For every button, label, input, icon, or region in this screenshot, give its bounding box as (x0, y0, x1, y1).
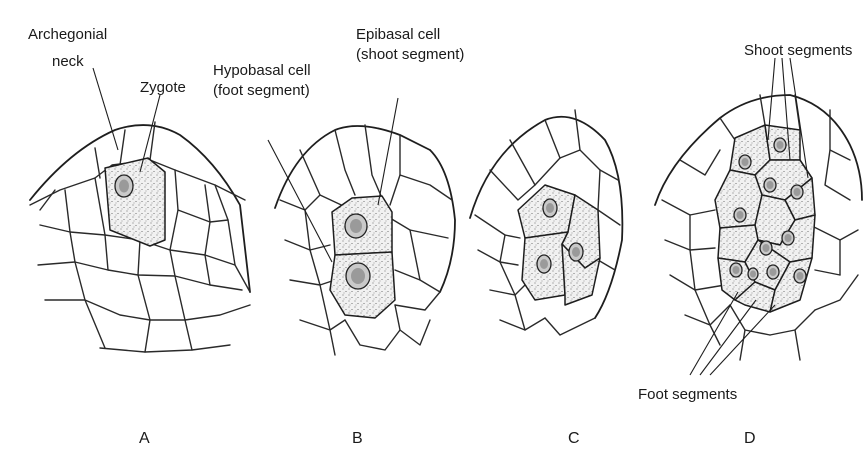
d-nucleus (730, 263, 742, 277)
d-nucleus (760, 241, 772, 255)
d-nucleus (794, 269, 806, 283)
panel-label-c: C (568, 430, 580, 447)
panel-d: Shoot segments Foot segments D (638, 42, 862, 447)
c-nucleus-2 (569, 243, 583, 261)
d-nucleus (791, 185, 803, 199)
d-nucleus (782, 231, 794, 245)
label-epibasal-line2: (shoot segment) (356, 46, 464, 63)
label-foot-segments: Foot segments (638, 386, 737, 403)
panel-label-d: D (744, 430, 756, 447)
d-nucleus (748, 268, 758, 280)
d-nucleus (767, 265, 779, 279)
zygote-cell (105, 158, 165, 246)
label-shoot-segments: Shoot segments (744, 42, 852, 59)
panel-c: C (470, 110, 622, 447)
zygote-nucleus (115, 175, 133, 197)
d-embryo-cells (715, 125, 815, 312)
c-nucleus-1 (543, 199, 557, 217)
d-nucleus (734, 208, 746, 222)
label-epibasal-line1: Epibasal cell (356, 26, 440, 43)
epibasal-nucleus (345, 214, 367, 238)
label-archegonial-neck-line2: neck (52, 53, 84, 70)
label-archegonial-neck-line1: Archegonial (28, 26, 107, 43)
panel-label-a: A (139, 430, 150, 447)
label-hypobasal-line1: Hypobasal cell (213, 62, 311, 79)
label-hypobasal-line2: (foot segment) (213, 82, 310, 99)
foot-segments-leader-2 (700, 300, 756, 375)
hypobasal-nucleus (346, 263, 370, 289)
panel-label-b: B (352, 430, 363, 447)
d-nucleus (764, 178, 776, 192)
d-nucleus (739, 155, 751, 169)
label-zygote: Zygote (140, 79, 186, 96)
d-nucleus (774, 138, 786, 152)
c-nucleus-3 (537, 255, 551, 273)
panel-b: Epibasal cell (shoot segment) Hypobasal … (213, 26, 464, 447)
archegonial-neck-leader (93, 68, 118, 150)
